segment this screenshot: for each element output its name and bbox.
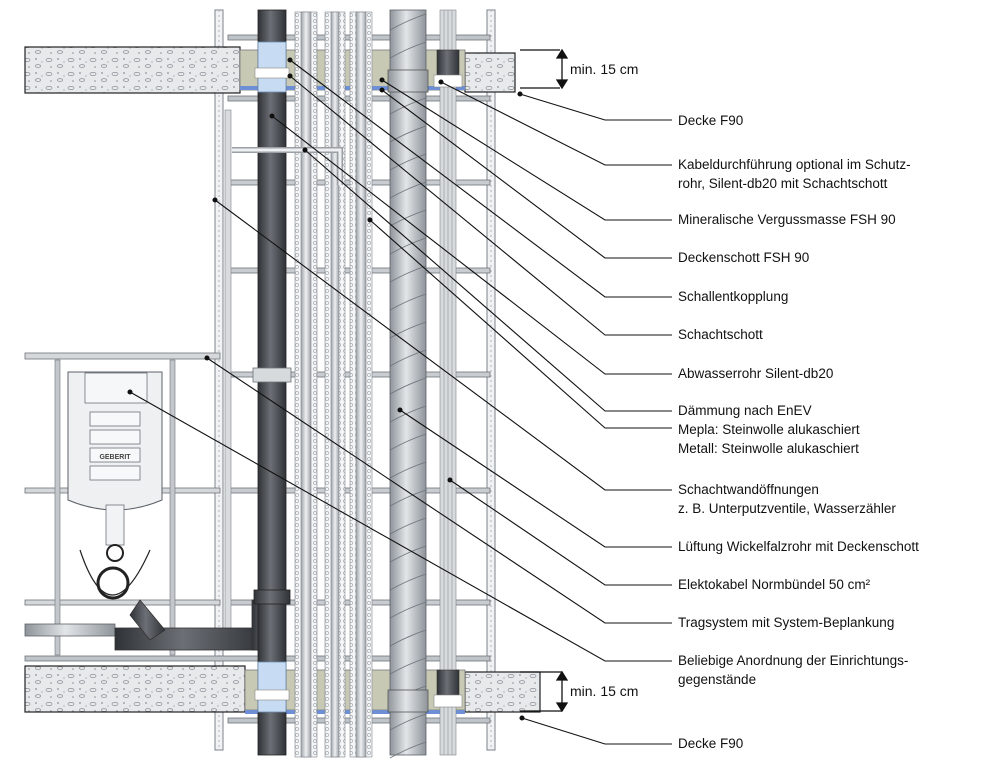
sewer-pipe bbox=[252, 9, 292, 756]
spiral-seam bbox=[389, 97, 427, 115]
label-line: rohr, Silent-db20 mit Schachtschott bbox=[678, 176, 888, 191]
spiral-seam bbox=[389, 153, 427, 171]
spiral-seam bbox=[389, 125, 427, 143]
label-line: Schallentkopplung bbox=[678, 289, 789, 304]
leader-lines bbox=[127, 57, 672, 745]
spiral-seam bbox=[389, 181, 427, 199]
spiral-seam bbox=[389, 237, 427, 255]
wc-cistern: GEBERIT bbox=[67, 371, 163, 600]
spiral-seam bbox=[389, 517, 427, 535]
label-line: gegenstände bbox=[678, 672, 757, 687]
spiral-seam bbox=[389, 41, 427, 59]
leader-decke-top bbox=[517, 91, 672, 121]
label-anordnung: Beliebige Anordnung der Einrichtungs- ge… bbox=[678, 651, 908, 689]
spiral-seam bbox=[389, 657, 427, 675]
label-decke-top: Decke F90 bbox=[678, 111, 743, 130]
cable-bundle bbox=[433, 9, 463, 756]
leader-schachtschott bbox=[287, 73, 672, 336]
label-line: Mepla: Steinwolle alukaschiert bbox=[678, 422, 860, 437]
label-line: Elektokabel Normbündel 50 cm² bbox=[678, 577, 871, 592]
leader-lueftung bbox=[397, 407, 672, 548]
dimension-arrow-top bbox=[520, 48, 569, 90]
insulated-pipes bbox=[232, 11, 373, 758]
leader-daemmung bbox=[302, 147, 672, 412]
label-line: Lüftung Wickelfalzrohr mit Deckenschott bbox=[678, 539, 919, 554]
spiral-seam bbox=[389, 293, 427, 311]
label-line: Schachtschott bbox=[678, 327, 763, 342]
leader-schachtwandoeffnungen bbox=[212, 197, 672, 491]
label-line: Dämmung nach EnEV bbox=[678, 403, 812, 418]
spiral-seam bbox=[389, 349, 427, 367]
label-vergussmasse: Mineralische Vergussmasse FSH 90 bbox=[678, 210, 896, 229]
dimension-arrow-bottom bbox=[520, 670, 569, 713]
label-line: Decke F90 bbox=[678, 736, 744, 751]
spiral-seam bbox=[389, 405, 427, 423]
shaft-wall-left bbox=[214, 9, 224, 751]
spiral-seam bbox=[389, 461, 427, 479]
label-schachtwandoeffnungen: Schachtwandöffnungen z. B. Unterputzvent… bbox=[678, 480, 896, 518]
leader-decke-bottom bbox=[519, 715, 672, 745]
label-elektrokabel: Elektokabel Normbündel 50 cm² bbox=[678, 575, 870, 594]
spiral-seam bbox=[389, 601, 427, 619]
spiral-seam bbox=[389, 545, 427, 563]
label-decke-bottom: Decke F90 bbox=[678, 734, 743, 753]
label-kabeldurchfuehrung: Kabeldurchführung optional im Schutz- ro… bbox=[678, 155, 911, 193]
label-deckenschott: Deckenschott FSH 90 bbox=[678, 248, 809, 267]
label-line: Decke F90 bbox=[678, 113, 744, 128]
leader-elektrokabel bbox=[447, 477, 672, 586]
label-daemmung: Dämmung nach EnEV Mepla: Steinwolle aluk… bbox=[678, 401, 860, 458]
leader-anordnung bbox=[127, 389, 672, 662]
label-line: Metall: Steinwolle alukaschiert bbox=[678, 441, 859, 456]
dimension-label-top: min. 15 cm bbox=[570, 61, 639, 77]
label-line: Mineralische Vergussmasse FSH 90 bbox=[678, 212, 896, 227]
spiral-seam bbox=[389, 321, 427, 339]
leader-kabeldurchfuehrung bbox=[438, 79, 672, 166]
spiral-seam bbox=[389, 13, 427, 31]
leader-vergussmasse bbox=[379, 77, 672, 221]
spiral-seam bbox=[389, 741, 427, 759]
label-line: z. B. Unterputzventile, Wasserzähler bbox=[678, 501, 896, 516]
label-line: Beliebige Anordnung der Einrichtungs- bbox=[678, 653, 909, 668]
leader-mepla bbox=[367, 217, 672, 429]
label-line: Kabeldurchführung optional im Schutz- bbox=[678, 157, 911, 172]
label-schallentkopplung: Schallentkopplung bbox=[678, 287, 788, 306]
spiral-seam bbox=[389, 713, 427, 731]
label-tragsystem: Tragsystem mit System-Beplankung bbox=[678, 613, 894, 632]
leader-deckenschott bbox=[379, 87, 672, 259]
spiral-seam bbox=[389, 573, 427, 591]
spiral-seam bbox=[389, 377, 427, 395]
label-line: Schachtwandöffnungen bbox=[678, 482, 819, 497]
cistern-brand: GEBERIT bbox=[99, 454, 131, 461]
spiral-seam bbox=[389, 629, 427, 647]
spiral-seam bbox=[389, 489, 427, 507]
label-schachtschott: Schachtschott bbox=[678, 325, 763, 344]
label-lueftung: Lüftung Wickelfalzrohr mit Deckenschott bbox=[678, 537, 919, 556]
drain-connection bbox=[24, 599, 283, 651]
label-line: Abwasserrohr Silent-db20 bbox=[678, 366, 834, 381]
label-abwasserrohr: Abwasserrohr Silent-db20 bbox=[678, 364, 833, 383]
dimension-label-bottom: min. 15 cm bbox=[570, 683, 639, 699]
spiral-seam bbox=[389, 209, 427, 227]
leader-tragsystem bbox=[204, 355, 672, 624]
label-line: Deckenschott FSH 90 bbox=[678, 250, 810, 265]
leader-abwasserrohr bbox=[269, 113, 672, 375]
ventilation-duct bbox=[387, 9, 429, 759]
shaft-wall-right bbox=[486, 9, 496, 751]
label-line: Tragsystem mit System-Beplankung bbox=[678, 615, 895, 630]
spiral-seam bbox=[389, 433, 427, 451]
leader-schallentkopplung bbox=[287, 57, 672, 298]
